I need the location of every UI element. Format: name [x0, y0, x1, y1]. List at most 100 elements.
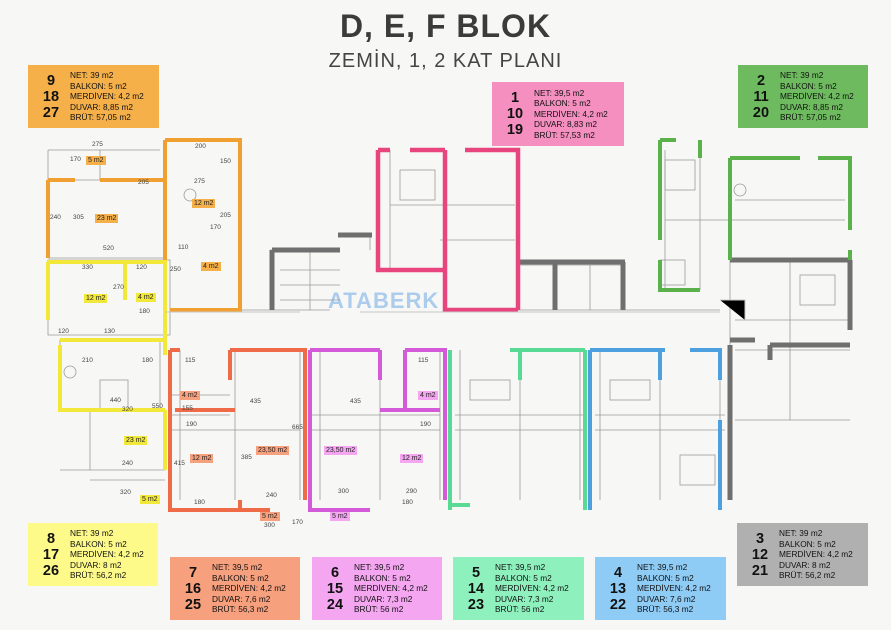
unit-area-line: NET: 39 m2	[70, 70, 114, 81]
room-area-label: 23 m2	[124, 436, 148, 445]
unit-number: 4	[613, 564, 623, 581]
unit-number: 20	[752, 104, 770, 121]
unit-area-line: NET: 39 m2	[779, 528, 823, 539]
dimension-label: 180	[139, 308, 150, 315]
unit-area-line: MERDİVEN: 4,2 m2	[495, 583, 569, 594]
dimension-label: 190	[420, 421, 431, 428]
unit-area-line: BRÜT: 57,05 m2	[70, 112, 131, 123]
room-area-label: 4 m2	[136, 293, 156, 302]
dimension-label: 300	[338, 488, 349, 495]
unit-area-line: BRÜT: 56,3 m2	[212, 604, 269, 615]
dimension-label: 120	[136, 264, 147, 271]
unit-number: 24	[326, 596, 344, 613]
room-area-label: 5 m2	[260, 512, 280, 521]
unit-area-line: DUVAR: 8 m2	[70, 559, 122, 570]
room-area-label: 4 m2	[418, 391, 438, 400]
unit-number: 23	[467, 596, 485, 613]
unit-area-line: NET: 39,5 m2	[212, 562, 263, 573]
dimension-label: 440	[110, 397, 121, 404]
dimension-label: 170	[70, 156, 81, 163]
unit-number: 14	[467, 580, 485, 597]
dimension-label: 170	[292, 519, 303, 526]
unit-area-line: DUVAR: 7,3 m2	[495, 593, 554, 604]
dimension-label: 190	[186, 421, 197, 428]
unit-area-line: MERDİVEN: 4,2 m2	[354, 583, 428, 594]
unit-number: 25	[184, 596, 202, 613]
unit-number: 16	[184, 580, 202, 597]
unit-area-line: MERDİVEN: 4,2 m2	[70, 549, 144, 560]
unit-number: 17	[42, 546, 60, 563]
unit-area-line: DUVAR: 7,3 m2	[354, 593, 413, 604]
unit-area-line: NET: 39 m2	[70, 528, 114, 539]
unit-area-line: NET: 39,5 m2	[637, 562, 688, 573]
dimension-label: 300	[264, 522, 275, 529]
unit-area-line: DUVAR: 8,85 m2	[780, 101, 844, 112]
unit-area-line: MERDİVEN: 4,2 m2	[534, 108, 608, 119]
dimension-label: 120	[58, 328, 69, 335]
dimension-label: 320	[122, 406, 133, 413]
unit-number: 15	[326, 580, 344, 597]
room-area-label: 5 m2	[330, 512, 350, 521]
unit-area-line: NET: 39,5 m2	[495, 562, 546, 573]
dimension-label: 275	[194, 178, 205, 185]
unit-area-line: MERDİVEN: 4,2 m2	[779, 549, 853, 560]
dimension-label: 435	[350, 398, 361, 405]
dimension-label: 210	[82, 357, 93, 364]
unit-number: 7	[188, 564, 198, 581]
unit-number: 11	[753, 88, 769, 105]
dimension-label: 155	[182, 405, 193, 412]
unit-number: 6	[330, 564, 340, 581]
room-area-label: 5 m2	[86, 156, 106, 165]
unit-area-line: DUVAR: 7,6 m2	[637, 593, 696, 604]
dimension-label: 205	[138, 179, 149, 186]
unit-area-line: BRÜT: 57,53 m2	[534, 129, 595, 140]
dimension-label: 330	[82, 264, 93, 271]
unit-area-line: BALKON: 5 m2	[637, 572, 694, 583]
room-area-label: 23 m2	[95, 214, 119, 223]
room-area-label: 23,50 m2	[256, 446, 290, 455]
unit-number: 12	[751, 546, 769, 563]
dimension-label: 385	[241, 454, 252, 461]
dimension-label: 240	[266, 492, 277, 499]
room-area-label: 4 m2	[201, 262, 221, 271]
dimension-label: 520	[103, 245, 114, 252]
room-area-label: 4 m2	[180, 391, 200, 400]
dimension-label: 200	[195, 143, 206, 150]
room-area-label: 23,50 m2	[324, 446, 358, 455]
dimension-label: 275	[92, 141, 103, 148]
unit-number: 8	[46, 530, 56, 547]
unit-number: 19	[506, 122, 524, 138]
unit-area-line: NET: 39,5 m2	[534, 87, 585, 98]
unit-area-line: NET: 39,5 m2	[354, 562, 405, 573]
unit-number: 10	[506, 106, 524, 122]
dimension-label: 240	[122, 460, 133, 467]
dimension-label: 415	[174, 460, 185, 467]
room-area-label: 12 m2	[84, 294, 108, 303]
unit-area-line: BALKON: 5 m2	[70, 80, 127, 91]
dimension-label: 115	[185, 357, 196, 364]
unit-number: 22	[609, 596, 627, 613]
unit-area-line: MERDİVEN: 4,2 m2	[212, 583, 286, 594]
unit-area-line: BALKON: 5 m2	[70, 538, 127, 549]
unit-area-line: BALKON: 5 m2	[495, 572, 552, 583]
